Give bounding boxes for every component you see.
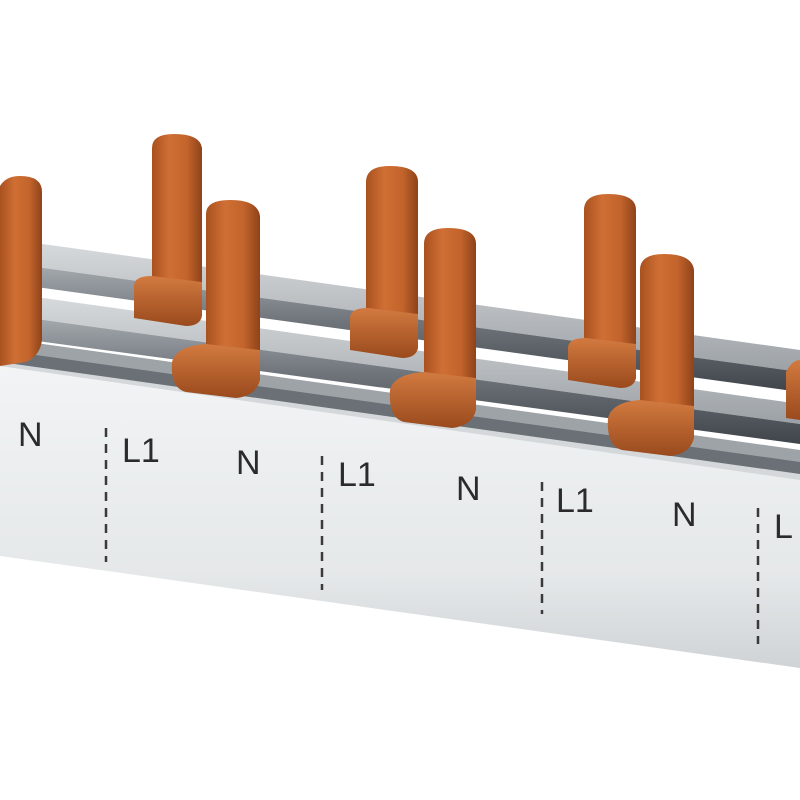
copper-pin bbox=[171, 200, 260, 398]
label-l1: L1 bbox=[122, 432, 160, 470]
label-n: N bbox=[456, 470, 481, 508]
copper-pin bbox=[786, 360, 800, 420]
copper-pin bbox=[607, 254, 694, 456]
copper-pin bbox=[134, 134, 202, 326]
label-n: N bbox=[672, 496, 697, 534]
label-l1-partial: L bbox=[774, 508, 793, 546]
copper-pin bbox=[0, 176, 42, 366]
insulating-body bbox=[0, 362, 800, 668]
copper-pin bbox=[389, 228, 476, 428]
copper-pins-front bbox=[0, 176, 800, 456]
label-l1: L1 bbox=[338, 456, 376, 494]
copper-pin bbox=[568, 194, 636, 388]
terminal-labels: N L1 N L1 N L1 N L bbox=[18, 416, 793, 546]
label-l1: L1 bbox=[556, 482, 594, 520]
label-n: N bbox=[18, 416, 43, 454]
copper-pins-back bbox=[134, 134, 636, 388]
label-n: N bbox=[236, 444, 261, 482]
dashed-separators bbox=[104, 428, 760, 644]
copper-pin bbox=[350, 166, 418, 358]
middle-busbar-rail bbox=[0, 292, 800, 424]
